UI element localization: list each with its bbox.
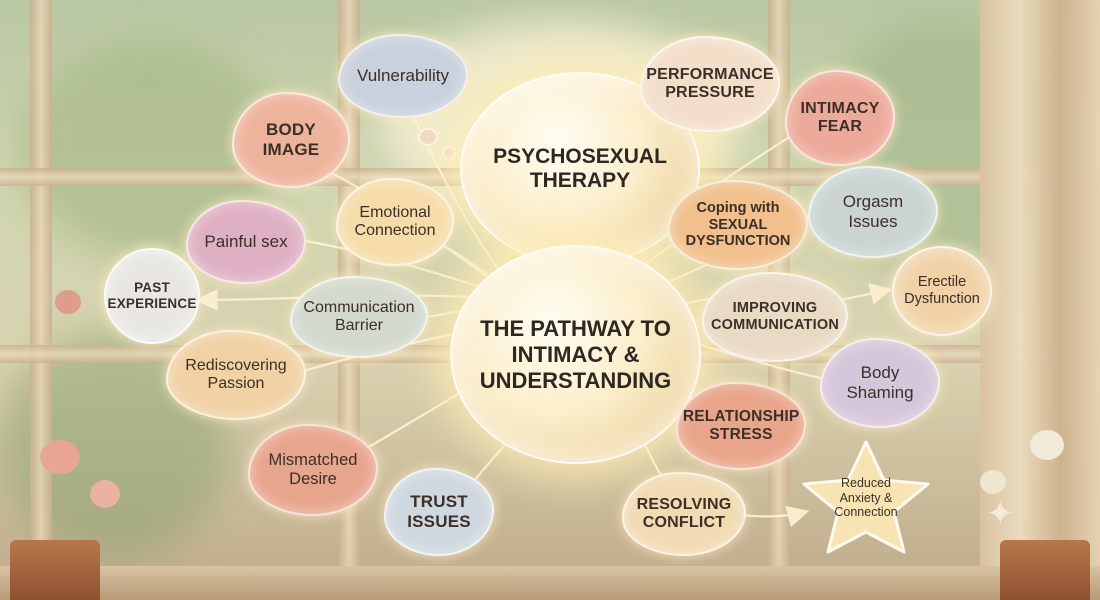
node-communication-barrier: Communication Barrier (290, 276, 428, 358)
node-mismatched-desire: Mismatched Desire (248, 424, 378, 516)
node-label: RELATIONSHIP STRESS (682, 408, 800, 443)
node-label: Body Shaming (846, 363, 914, 402)
flower-pot (10, 540, 100, 600)
link-erectile (838, 283, 893, 305)
node-intimacy-fear: INTIMACY FEAR (785, 70, 895, 166)
thought-dot (442, 146, 456, 159)
node-vulnerability: Vulnerability (338, 34, 468, 118)
flower (40, 440, 80, 474)
node-label: Reduced Anxiety & Connection (834, 476, 898, 520)
node-label: THE PATHWAY TO INTIMACY & UNDERSTANDING (479, 315, 672, 393)
node-label: BODY IMAGE (262, 120, 320, 159)
node-coping: Coping with SEXUAL DYSFUNCTION (668, 180, 808, 270)
node-rediscovering-passion: Rediscovering Passion (166, 330, 306, 420)
node-past-experience: PAST EXPERIENCE (104, 248, 200, 344)
node-label: Painful sex (204, 232, 288, 252)
node-label: INTIMACY FEAR (800, 99, 880, 135)
window-sill (0, 566, 1100, 600)
node-reduced-anxiety: Reduced Anxiety & Connection (816, 470, 916, 526)
node-label: Vulnerability (357, 66, 449, 86)
node-center: THE PATHWAY TO INTIMACY & UNDERSTANDING (450, 245, 701, 464)
node-label: Rediscovering Passion (185, 356, 287, 392)
node-trust-issues: TRUST ISSUES (384, 468, 494, 556)
node-orgasm-issues: Orgasm Issues (808, 166, 938, 258)
node-label: Erectile Dysfunction (904, 274, 980, 307)
node-label: IMPROVING COMMUNICATION (711, 300, 839, 333)
node-label: RESOLVING CONFLICT (636, 495, 732, 531)
node-body-shaming: Body Shaming (820, 338, 940, 428)
node-label: PERFORMANCE PRESSURE (646, 65, 774, 101)
node-label: PAST EXPERIENCE (107, 280, 197, 311)
flower (55, 290, 81, 314)
node-performance-pressure: PERFORMANCE PRESSURE (640, 36, 780, 132)
flower (90, 480, 120, 508)
link-reduced (738, 505, 810, 528)
node-label: Coping with SEXUAL DYSFUNCTION (685, 199, 791, 250)
node-body-image: BODY IMAGE (232, 92, 350, 188)
node-label: TRUST ISSUES (407, 492, 471, 531)
node-erectile-dysfunction: Erectile Dysfunction (892, 246, 992, 336)
node-label: PSYCHOSEXUAL THERAPY (493, 145, 667, 192)
flower-pot (1000, 540, 1090, 600)
node-relationship-stress: RELATIONSHIP STRESS (676, 382, 806, 470)
node-improving-communication: IMPROVING COMMUNICATION (702, 272, 848, 362)
node-label: Communication Barrier (303, 298, 415, 334)
flower (980, 470, 1006, 494)
node-label: Emotional Connection (354, 203, 436, 239)
node-painful-sex: Painful sex (186, 200, 306, 284)
node-emotional-connection: Emotional Connection (336, 178, 454, 266)
sparkle-icon: ✦ (986, 494, 1015, 534)
node-label: Orgasm Issues (842, 192, 904, 231)
node-reduced-anxiety-star (802, 440, 930, 554)
curtain (980, 0, 1100, 600)
flower (1030, 430, 1064, 460)
thought-dot (418, 128, 438, 146)
node-resolving-conflict: RESOLVING CONFLICT (622, 472, 746, 556)
node-label: Mismatched Desire (268, 451, 358, 488)
